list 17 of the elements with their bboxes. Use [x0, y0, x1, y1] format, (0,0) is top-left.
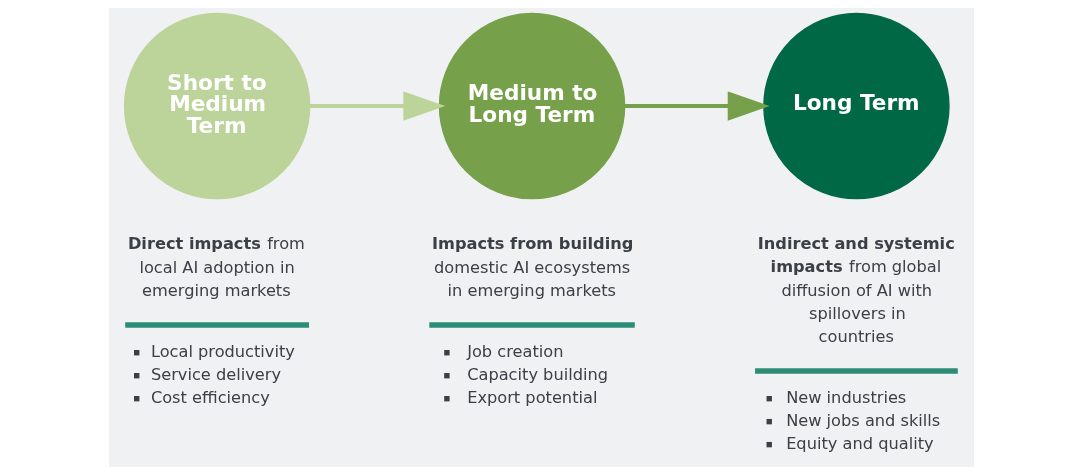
- node-label: Impacts from building domestic AI ecosystems in emerging markets: [432, 233, 634, 301]
- node-circle: Medium to Long Term: [438, 12, 626, 200]
- node-label: Service delivery: [150, 364, 282, 384]
- arrow: [310, 91, 446, 121]
- node-circle: Long Term: [763, 12, 950, 200]
- node-label: New industries: [786, 387, 907, 407]
- node-label: Capacity building: [467, 364, 609, 384]
- node-label: Local productivity: [150, 341, 295, 361]
- node-label: Cost efficiency: [150, 387, 270, 407]
- arrow: [624, 91, 770, 121]
- node-label: Equity and quality: [786, 433, 934, 453]
- node-label: Indirect and systemic impacts from global diffusion of AI with spillovers in countries: [757, 233, 955, 347]
- node-label: Export potential: [467, 387, 598, 407]
- node-label: New jobs and skills: [786, 410, 941, 430]
- node-label: Direct impacts from local AI adoption in emerging markets: [127, 233, 305, 301]
- node-circle: Short to Medium Term: [123, 12, 311, 200]
- node-label: Job creation: [467, 341, 564, 361]
